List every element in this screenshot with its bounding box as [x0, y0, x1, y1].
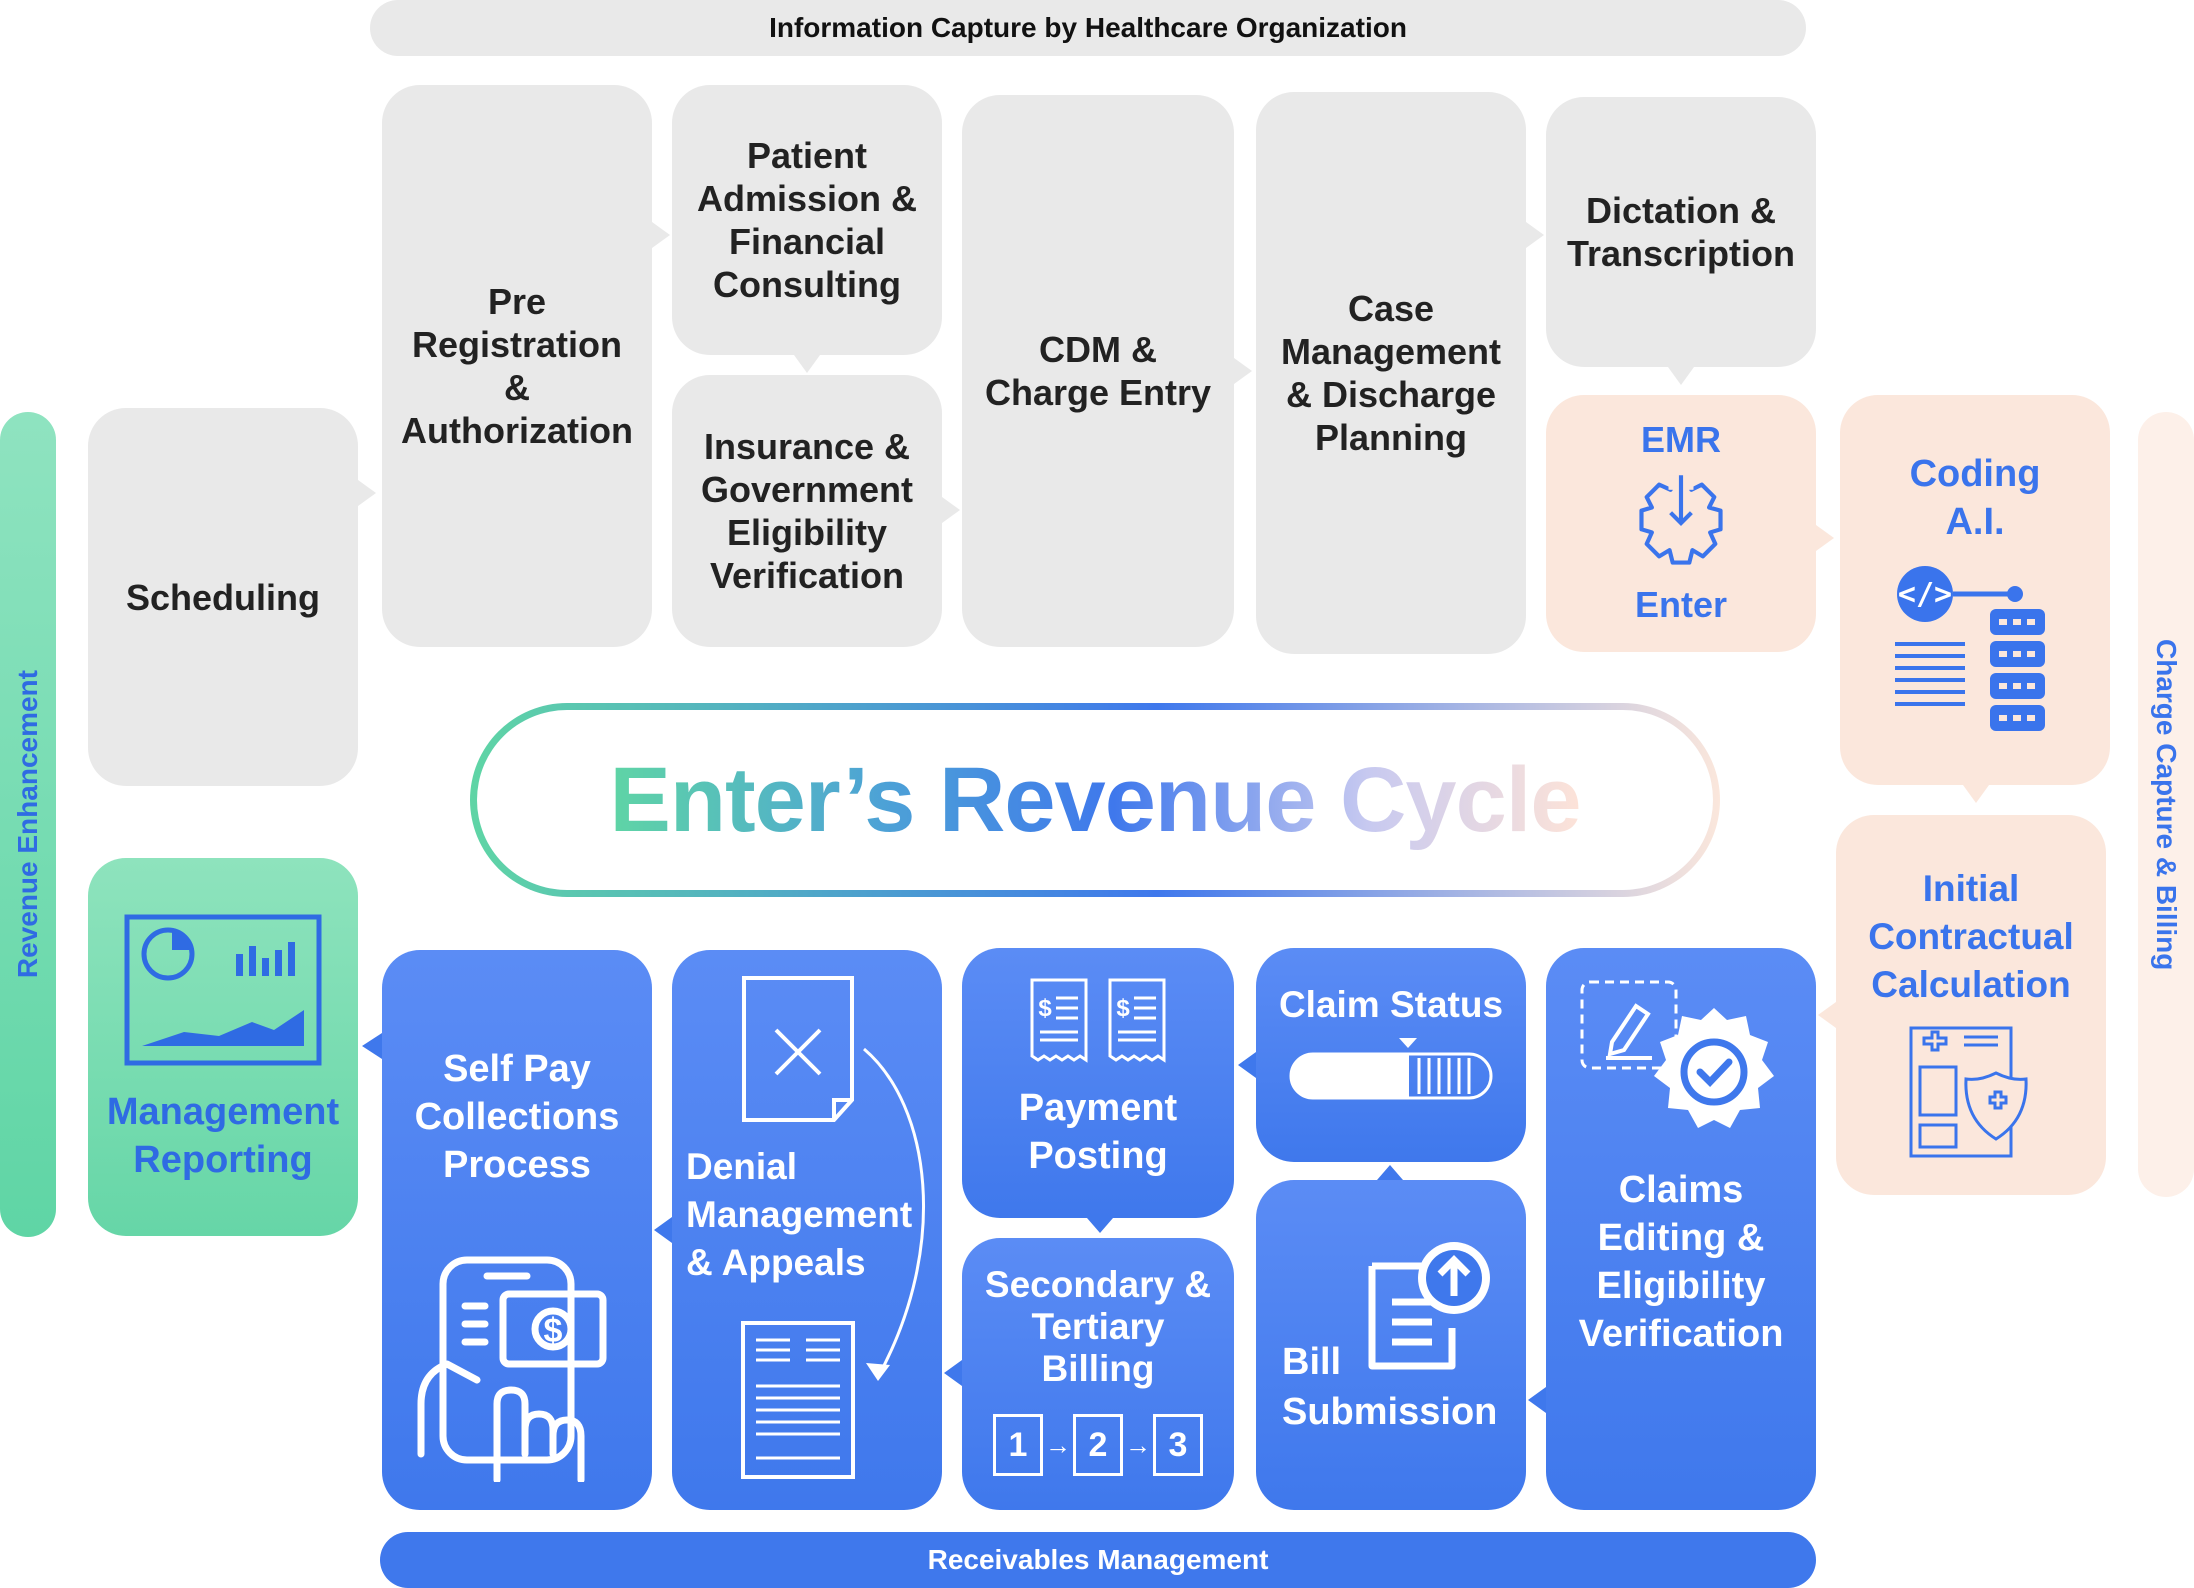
payment-posting-box: $ $ Payment Posting: [962, 948, 1234, 1218]
dictation-box: Dictation & Transcription: [1546, 97, 1816, 367]
denial-management-label: Denial Management & Appeals: [686, 1146, 913, 1283]
case-management-box: Case Management & Discharge Planning: [1256, 92, 1526, 654]
management-reporting-box: Management Reporting: [88, 858, 358, 1236]
claim-status-label: Claim Status: [1278, 984, 1504, 1025]
initial-contractual-box: Initial Contractual Calculation: [1836, 815, 2106, 1195]
svg-text:$: $: [1038, 995, 1052, 1022]
svg-text:</>: </>: [1898, 577, 1952, 612]
bottom-banner: Receivables Management: [380, 1532, 1816, 1588]
gear-download-icon: [1639, 475, 1723, 565]
insurance-verification-box: Insurance & Government Eligibility Verif…: [672, 375, 942, 647]
step-box-1: 1: [993, 1414, 1043, 1476]
step-box-2: 2: [1073, 1414, 1123, 1476]
emr-title: EMR: [1641, 419, 1721, 460]
self-pay-box: Self Pay Collections Process $: [382, 950, 652, 1510]
upload-document-icon: [1368, 1242, 1490, 1370]
emr-box: EMR Enter: [1546, 395, 1816, 652]
edit-verified-icon: [1580, 980, 1774, 1128]
self-pay-label: Self Pay Collections Process: [414, 1048, 620, 1186]
svg-text:$: $: [544, 1312, 563, 1350]
step-arrow-icon: →: [1045, 1429, 1071, 1460]
billing-sequence: 1 → 2 → 3: [993, 1414, 1203, 1476]
coding-ai-box: Coding A.I. </>: [1840, 395, 2110, 785]
step-box-3: 3: [1153, 1414, 1203, 1476]
charge-capture-billing-bar: Charge Capture & Billing: [2138, 412, 2194, 1197]
claims-editing-box: Claims Editing & Eligibility Verificatio…: [1546, 948, 1816, 1510]
denial-management-box: Denial Management & Appeals: [672, 950, 942, 1510]
rejected-document-icon: [742, 976, 854, 1122]
dictation-label: Dictation & Transcription: [1566, 190, 1796, 274]
case-management-label: Case Management & Discharge Planning: [1280, 288, 1502, 458]
center-title-pill: Enter’s Revenue Cycle: [470, 703, 1720, 897]
emr-subtitle: Enter: [1634, 584, 1728, 625]
bill-submission-box: Bill Submission: [1256, 1180, 1526, 1510]
arrow-heads: [358, 222, 1694, 523]
dashboard-chart-icon: [124, 914, 322, 1066]
bill-submission-label: Bill Submission: [1282, 1341, 1498, 1433]
claims-editing-label: Claims Editing & Eligibility Verificatio…: [1578, 1169, 1784, 1355]
cdm-charge-entry-label: CDM & Charge Entry: [984, 329, 1212, 413]
claim-status-box: Claim Status: [1256, 948, 1526, 1162]
patient-admission-label: Patient Admission & Financial Consulting: [696, 135, 918, 305]
step-arrow-icon: →: [1125, 1429, 1151, 1460]
center-title: Enter’s Revenue Cycle: [609, 748, 1581, 851]
scheduling-box: Scheduling: [88, 408, 358, 786]
management-reporting-label: Management Reporting: [106, 1091, 340, 1181]
payment-posting-label: Payment Posting: [1018, 1087, 1178, 1177]
secondary-billing-label: Secondary & Tertiary Billing: [984, 1264, 1212, 1389]
patient-admission-box: Patient Admission & Financial Consulting: [672, 85, 942, 355]
coding-ai-label: Coding A.I.: [1909, 453, 2041, 543]
initial-contractual-label: Initial Contractual Calculation: [1868, 868, 2074, 1005]
code-server-icon: </>: [1895, 566, 2045, 731]
svg-text:$: $: [1116, 995, 1130, 1022]
insurance-verification-label: Insurance & Government Eligibility Verif…: [700, 426, 914, 596]
medical-document-icon: [1909, 1026, 2028, 1158]
receipt-icon: $ $: [1030, 978, 1166, 1063]
scheduling-label: Scheduling: [125, 576, 320, 618]
revenue-enhancement-bar: Revenue Enhancement: [0, 412, 56, 1237]
curved-arrow-icon: [863, 1047, 926, 1381]
secondary-billing-box: Secondary & Tertiary Billing 1 → 2 → 3: [962, 1238, 1234, 1510]
invoice-document-icon: [741, 1321, 855, 1479]
charge-capture-billing-label: Charge Capture & Billing: [2151, 638, 2182, 971]
progress-bar-icon: [1289, 1038, 1493, 1100]
pre-registration-label: Pre Registration & Authorization: [401, 281, 633, 451]
mobile-payment-icon: $: [417, 1256, 607, 1482]
top-banner: Information Capture by Healthcare Organi…: [370, 0, 1806, 56]
cdm-charge-entry-box: CDM & Charge Entry: [962, 95, 1234, 647]
pre-registration-box: Pre Registration & Authorization: [382, 85, 652, 647]
